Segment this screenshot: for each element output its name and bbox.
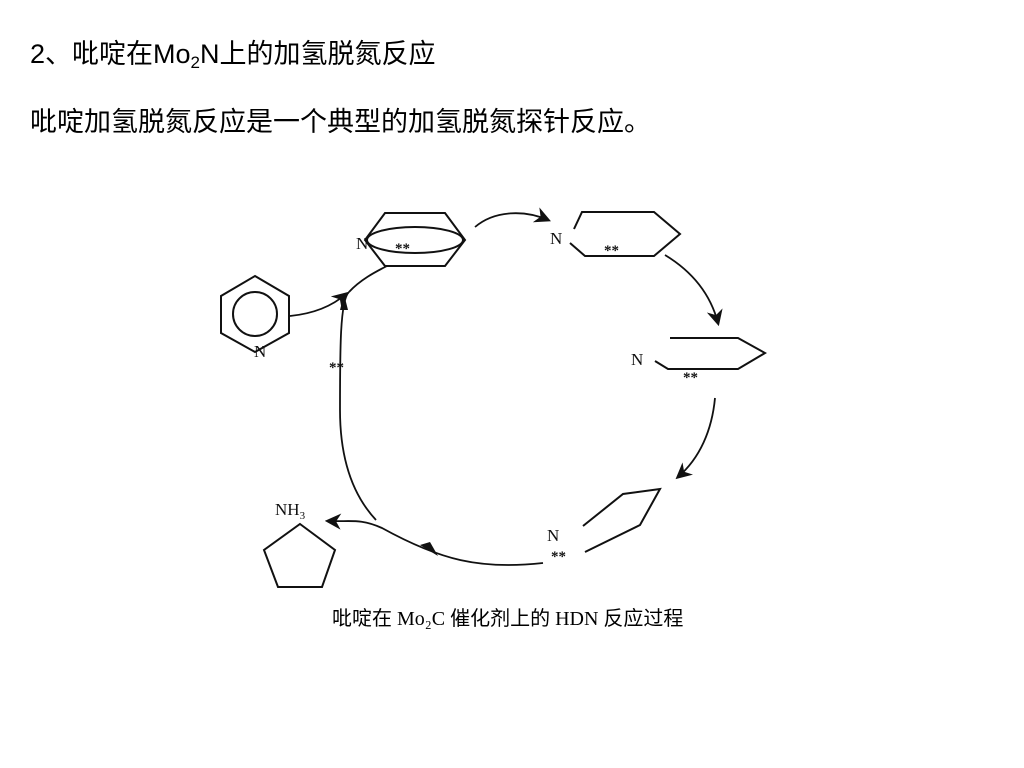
arrow-readsorption (289, 291, 349, 317)
adsorbed-pyridine-marker: ** (395, 241, 410, 257)
cycle-marker: ** (329, 360, 344, 376)
pentyl-marker: ** (551, 549, 566, 565)
cyclopentane-molecule (262, 522, 337, 588)
pentyl-n-label: N (547, 526, 559, 545)
cycle-midarrow-head (420, 542, 438, 556)
arrow-hydrogenolysis (675, 397, 716, 480)
reaction-cycle-arrows (289, 207, 723, 567)
piperidine-molecule (569, 211, 682, 257)
pyridine-n-label: N (254, 342, 266, 361)
open-chain-marker: ** (683, 370, 698, 386)
pyridine-molecule (220, 274, 290, 354)
slide-subtitle: 吡啶加氢脱氮反应是一个典型的加氢脱氮探针反应。 (30, 107, 651, 138)
diagram-caption: 吡啶在 Mo₂C 催化剂上的 HDN 反应过程 (332, 608, 684, 630)
arrow-to-product (324, 513, 544, 567)
slide-title-prefix: 2、吡啶在Mo (30, 39, 191, 69)
piperidine-marker: ** (604, 243, 619, 259)
adsorbed-pyridine-molecule (363, 212, 467, 267)
arrow-cycle-return (339, 291, 377, 521)
open-chain-n-label: N (631, 350, 643, 369)
adsorbed-pyridine-n-label: N (356, 234, 368, 253)
ammonia-label: NH3 (275, 500, 306, 522)
slide-title: 2、吡啶在Mo2N上的加氢脱氮反应 (30, 34, 436, 83)
arrow-cycle-up (348, 265, 388, 293)
pentyl-intermediate-molecule (582, 487, 662, 553)
cycle-uparrow-head (340, 294, 348, 310)
slide-title-subscript: 2 (190, 53, 200, 72)
arrow-ring-opening (664, 254, 723, 327)
open-chain-molecule (654, 337, 768, 370)
arrow-hydrogenation (474, 207, 551, 228)
piperidine-n-label: N (550, 229, 562, 248)
slide-title-suffix: N上的加氢脱氮反应 (200, 39, 436, 69)
